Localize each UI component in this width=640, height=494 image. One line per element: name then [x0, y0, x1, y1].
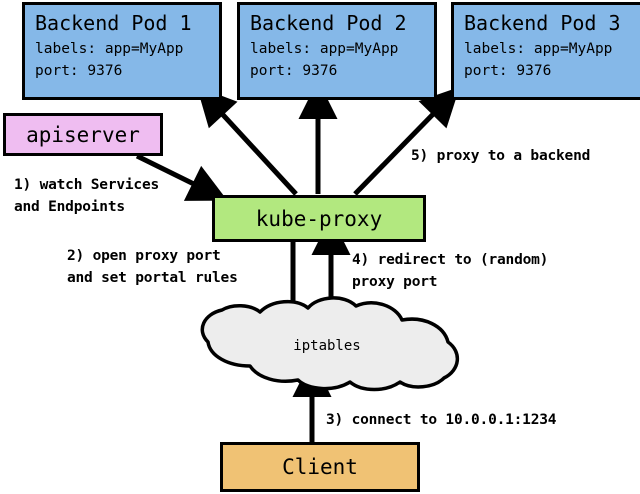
client-title: Client	[282, 455, 358, 479]
step-1-label-line1: 1) watch Services	[14, 177, 160, 193]
step-1-label-line2: and Endpoints	[14, 199, 125, 215]
backend-pod-1-box[interactable]: Backend Pod 1 labels: app=MyApp port: 93…	[22, 2, 222, 100]
step-4-label-line2: proxy port	[352, 274, 438, 290]
backend-pod-1-labels: labels: app=MyApp	[35, 41, 184, 57]
backend-pod-2-port: port: 9376	[250, 63, 338, 79]
step-3-label-line1: 3) connect to 10.0.0.1:1234	[326, 412, 557, 428]
step-2-label-line2: and set portal rules	[67, 270, 238, 286]
backend-pod-3-box[interactable]: Backend Pod 3 labels: app=MyApp port: 93…	[451, 2, 640, 100]
arrow-apiserver-to-kubeproxy	[135, 153, 228, 201]
backend-pod-2-labels: labels: app=MyApp	[250, 41, 399, 57]
iptables-label: iptables	[293, 338, 361, 354]
step-4-label-line1: 4) redirect to (random)	[352, 252, 549, 268]
backend-pod-3-title: Backend Pod 3	[464, 11, 621, 35]
backend-pod-3-labels: labels: app=MyApp	[464, 41, 613, 57]
step-5-label-line1: 5) proxy to a backend	[411, 148, 591, 164]
apiserver-title: apiserver	[26, 122, 140, 147]
backend-pod-2-box[interactable]: Backend Pod 2 labels: app=MyApp port: 93…	[237, 2, 437, 100]
arrow-kubeproxy-to-pod1	[196, 86, 298, 196]
backend-pod-2-title: Backend Pod 2	[250, 11, 407, 35]
iptables-cloud-shape	[200, 296, 459, 392]
backend-pod-3-port: port: 9376	[464, 63, 552, 79]
kube-proxy-box[interactable]: kube-proxy	[212, 195, 426, 242]
backend-pod-1-port: port: 9376	[35, 63, 123, 79]
backend-pod-1-title: Backend Pod 1	[35, 11, 192, 35]
apiserver-box[interactable]: apiserver	[3, 113, 163, 156]
arrow-kubeproxy-to-pod3	[353, 86, 460, 196]
step-2-label-line1: 2) open proxy port	[67, 248, 221, 264]
client-box[interactable]: Client	[220, 442, 420, 492]
kube-proxy-title: kube-proxy	[255, 206, 383, 231]
